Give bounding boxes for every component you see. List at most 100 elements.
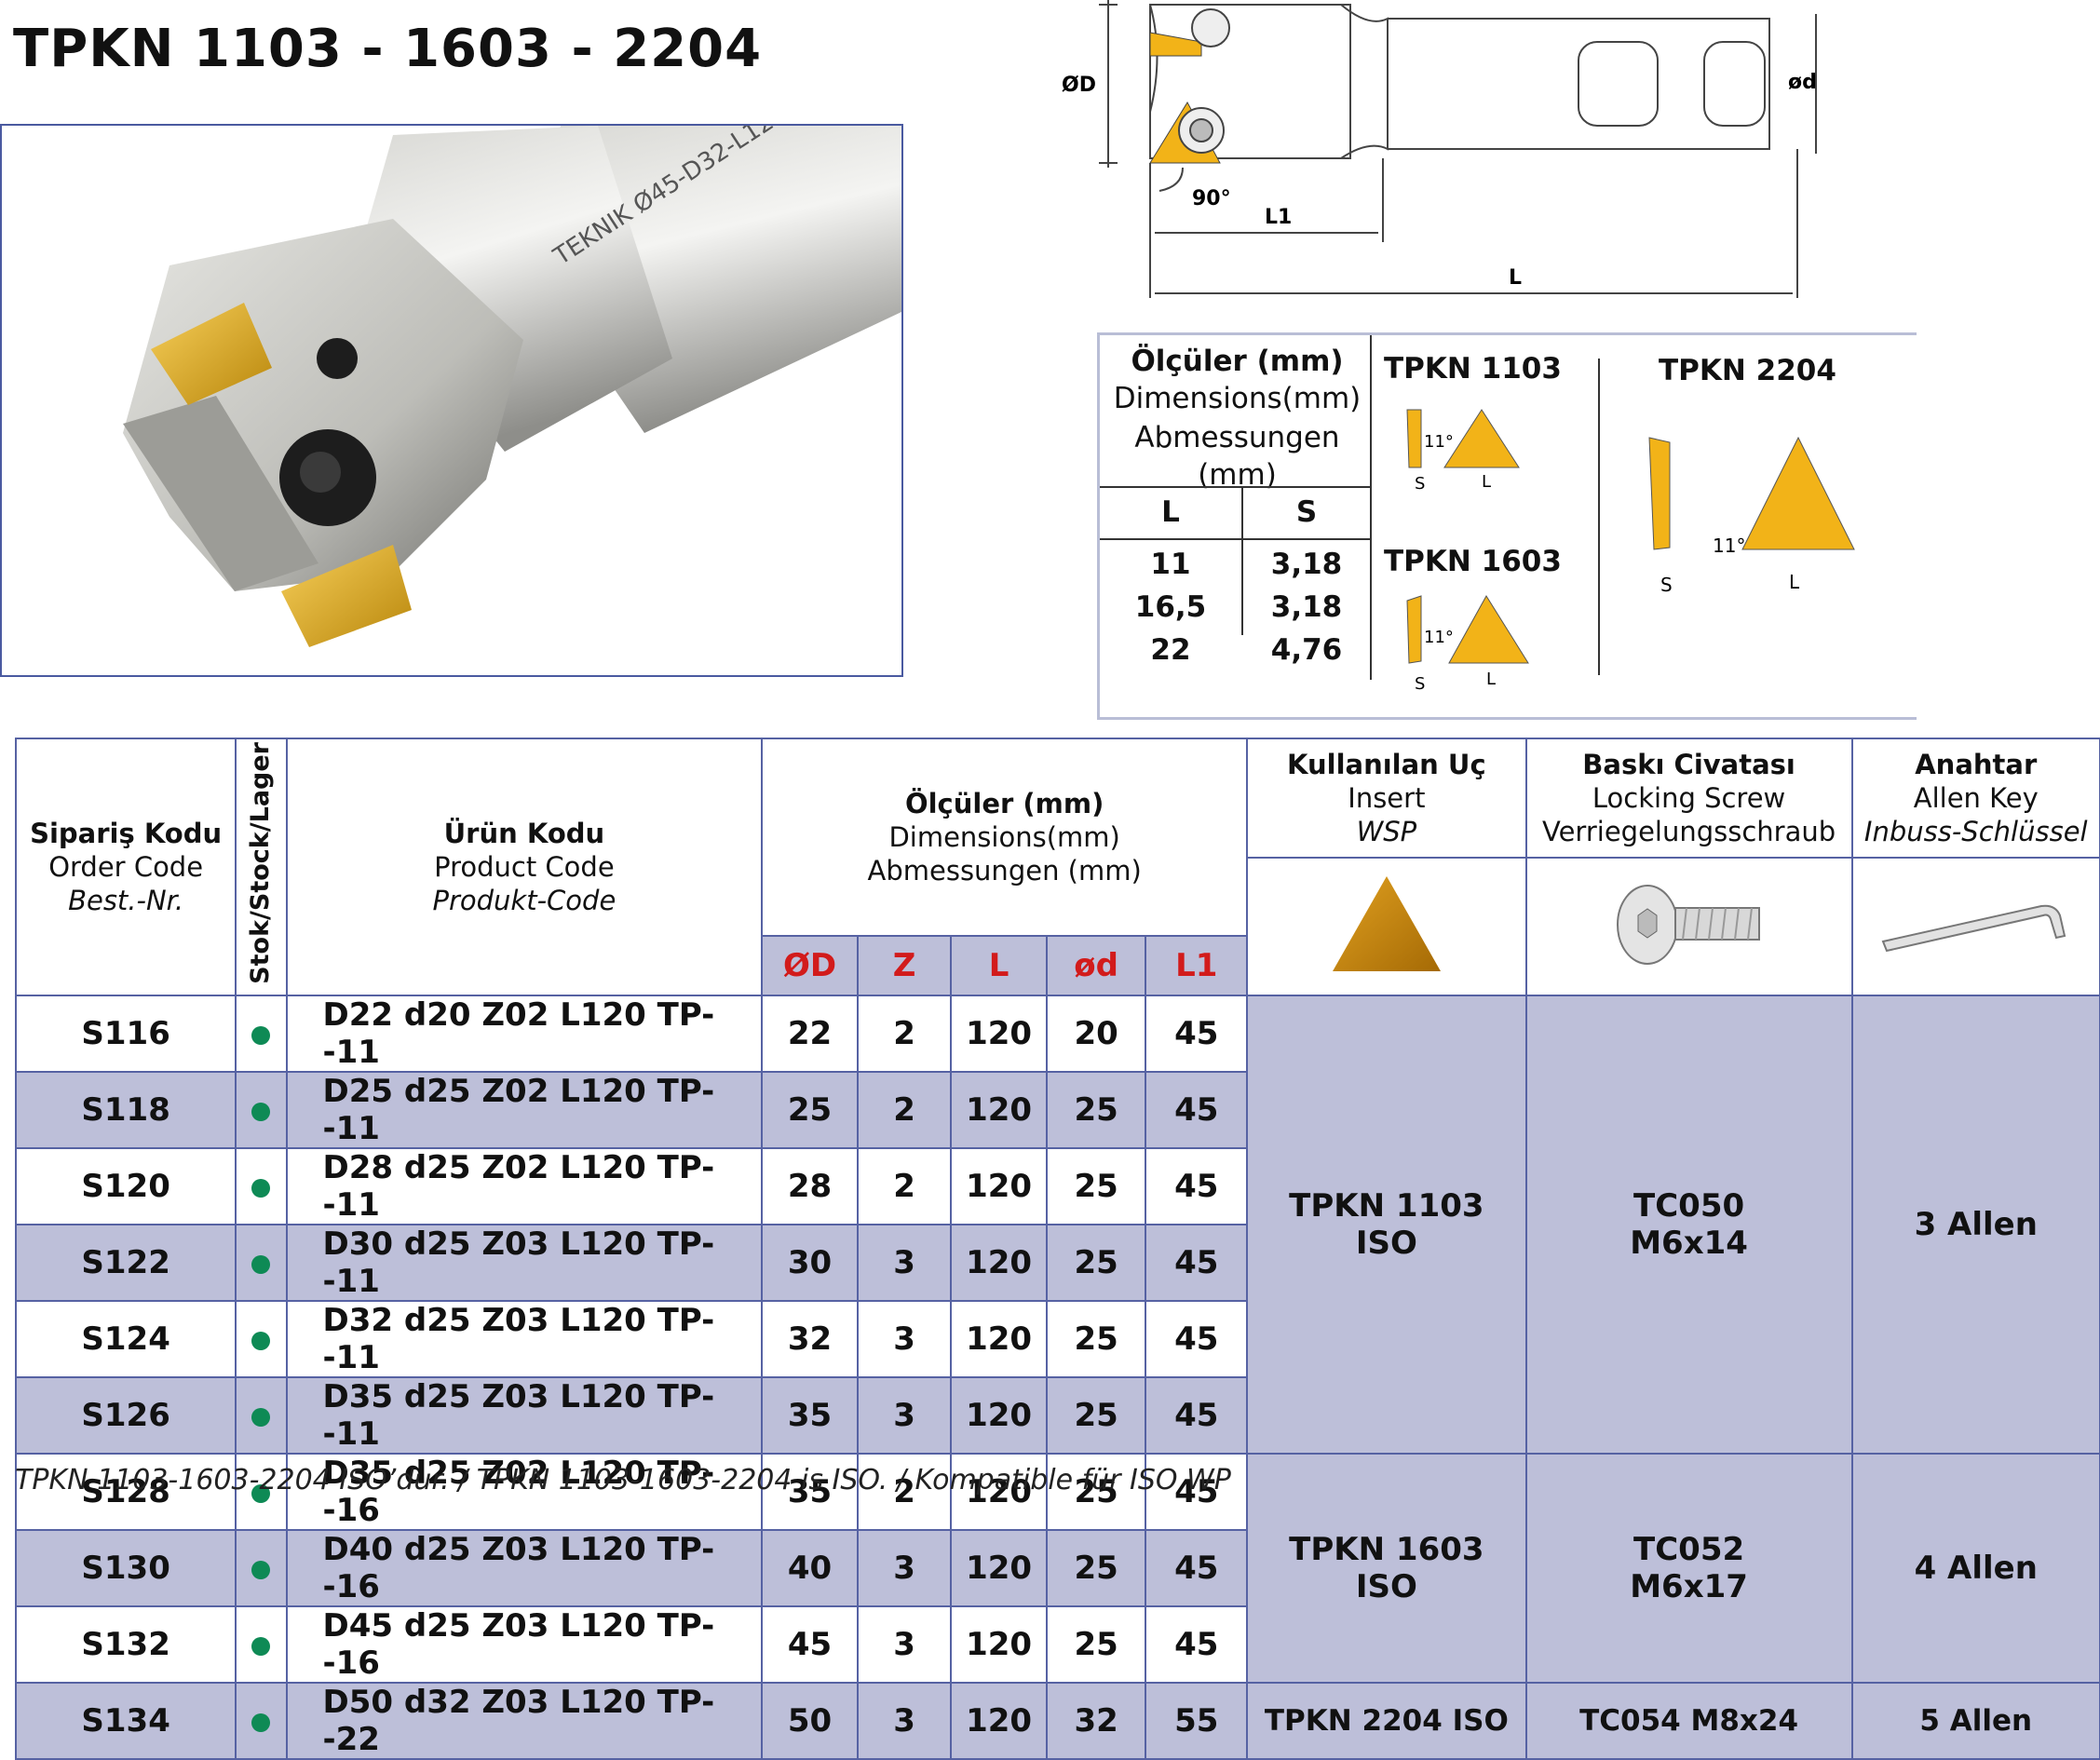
product-code: D45 d25 Z03 L120 TP--16 xyxy=(285,1605,764,1684)
header-stock: Stok/Stock/Lager xyxy=(235,738,288,996)
stock-dot-icon xyxy=(251,1178,271,1198)
insert-1103-label: TPKN 1103 xyxy=(1384,352,1562,386)
header-order-en: Order Code xyxy=(48,851,204,883)
stock-cell xyxy=(235,1376,288,1455)
header-order-tr: Sipariş Kodu xyxy=(30,818,223,849)
dim-d: 25 xyxy=(1045,1529,1147,1607)
large-insert-drawing: 11° S L xyxy=(1648,436,1855,596)
stock-cell xyxy=(235,995,288,1073)
angle-label: 11° xyxy=(1424,628,1454,647)
dim-L1: 45 xyxy=(1145,995,1249,1073)
group1-screw-b: M6x14 xyxy=(1630,1225,1748,1262)
dim-D: 22 xyxy=(761,995,859,1073)
stock-cell xyxy=(235,1682,288,1760)
screw-icon xyxy=(1616,885,1760,965)
dim-Z: 3 xyxy=(856,1300,953,1378)
header-insert-en: Insert xyxy=(1348,782,1426,814)
group3-insert: TPKN 2204 ISO xyxy=(1246,1682,1527,1760)
stock-dot-icon xyxy=(251,1713,271,1732)
order-code: S118 xyxy=(14,1071,237,1149)
page-title: TPKN 1103 - 1603 - 2204 xyxy=(13,19,763,79)
header-product-de: Produkt-Code xyxy=(432,885,616,916)
group2-screw: TC052 M6x17 xyxy=(1524,1453,1853,1684)
product-code: D25 d25 Z02 L120 TP--11 xyxy=(285,1071,764,1149)
label-angle: 90° xyxy=(1192,187,1231,210)
order-code: S134 xyxy=(14,1682,237,1760)
insert-dimension-box: Ölçüler (mm) Dimensions(mm) Abmessungen … xyxy=(1097,332,1917,720)
order-code: S126 xyxy=(14,1376,237,1455)
product-code: D35 d25 Z03 L120 TP--11 xyxy=(285,1376,764,1455)
order-code: S122 xyxy=(14,1224,237,1302)
dim-Z: 3 xyxy=(856,1376,953,1455)
dim-L1: 45 xyxy=(1145,1224,1249,1302)
header-key-de: Inbuss-Schlüssel xyxy=(1863,816,2088,847)
dim-title-tr: Ölçüler (mm) xyxy=(1131,345,1344,378)
label-L1: L1 xyxy=(1265,206,1292,229)
col-Z: Z xyxy=(856,935,953,996)
stock-cell xyxy=(235,1605,288,1684)
header-dims-tr: Ölçüler (mm) xyxy=(904,788,1104,819)
row-S: 4,76 xyxy=(1270,633,1343,667)
col-D: ØD xyxy=(761,935,859,996)
header-product-en: Product Code xyxy=(434,851,615,883)
small-insert-drawings: 11° 11° S S L L xyxy=(1406,409,1529,694)
stock-dot-icon xyxy=(251,1331,271,1350)
order-code: S130 xyxy=(14,1529,237,1607)
dim-L: 120 xyxy=(950,1605,1048,1684)
dim-D: 28 xyxy=(761,1147,859,1225)
label-D: ØD xyxy=(1062,74,1096,97)
group1-key: 3 Allen xyxy=(1850,995,2100,1455)
table-row: S126 D35 d25 Z03 L120 TP--11 35 3 120 25… xyxy=(14,1376,2100,1455)
tool-outline-drawing: ØD ød L1 L 90° xyxy=(1062,0,1817,298)
dim-Z: 3 xyxy=(856,1529,953,1607)
header-order-code: Sipariş Kodu Order Code Best.-Nr. xyxy=(14,738,237,996)
s-label: S xyxy=(1415,474,1425,494)
dim-d: 32 xyxy=(1045,1682,1147,1760)
col-L: L xyxy=(1161,495,1180,529)
table-row: S116 D22 d20 Z02 L120 TP--11 22 2 120 20… xyxy=(14,995,2100,1455)
stock-cell xyxy=(235,1529,288,1607)
product-table: Sipariş Kodu Order Code Best.-Nr. Stok/S… xyxy=(14,738,2100,1760)
insert-2204-label: TPKN 2204 xyxy=(1659,354,1836,387)
header-screw: Baskı Civatası Locking Screw Verriegelun… xyxy=(1524,738,1853,859)
stock-dot-icon xyxy=(251,1483,271,1503)
dim-D: 45 xyxy=(761,1605,859,1684)
allen-key-icon xyxy=(1881,904,2066,953)
group1-screw: TC050 M6x14 xyxy=(1524,995,1853,1455)
group2-key: 4 Allen xyxy=(1850,1453,2100,1684)
dim-d: 25 xyxy=(1045,1376,1147,1455)
divider xyxy=(1241,486,1243,635)
header-product-code: Ürün Kodu Product Code Produkt-Code xyxy=(285,738,764,996)
dim-D: 50 xyxy=(761,1682,859,1760)
col-L: L xyxy=(950,935,1048,996)
technical-drawing: ØD ød L1 L 90° xyxy=(1062,0,1825,312)
product-code: D32 d25 Z03 L120 TP--11 xyxy=(285,1300,764,1378)
header-key-tr: Anahtar xyxy=(1915,749,2038,780)
angle-label: 11° xyxy=(1713,535,1745,557)
insert-icon xyxy=(1332,876,1441,971)
header-screw-de: Verriegelungsschraub xyxy=(1542,816,1836,847)
dim-L: 120 xyxy=(950,995,1048,1073)
table-row: S120 D28 d25 Z02 L120 TP--11 28 2 120 25… xyxy=(14,1147,2100,1225)
dim-D: 30 xyxy=(761,1224,859,1302)
dim-L: 120 xyxy=(950,1376,1048,1455)
s-label: S xyxy=(1415,674,1425,694)
stock-cell xyxy=(235,1300,288,1378)
dim-L1: 45 xyxy=(1145,1071,1249,1149)
stock-cell xyxy=(235,1224,288,1302)
stock-cell xyxy=(235,1071,288,1149)
divider xyxy=(1100,486,1370,488)
group1-insert-a: TPKN 1103 xyxy=(1289,1187,1484,1225)
group3-key: 5 Allen xyxy=(1850,1682,2100,1760)
group1-insert-b: ISO xyxy=(1355,1225,1417,1262)
end-mill-photo: TEKNIK Ø45-D32-L120-Z3 xyxy=(123,126,901,647)
stock-cell xyxy=(235,1147,288,1225)
dim-L: 120 xyxy=(950,1300,1048,1378)
group2-insert: TPKN 1603 ISO xyxy=(1246,1453,1527,1684)
dim-L1: 45 xyxy=(1145,1376,1249,1455)
dim-d: 25 xyxy=(1045,1300,1147,1378)
dim-L: 120 xyxy=(950,1147,1048,1225)
header-screw-tr: Baskı Civatası xyxy=(1582,749,1795,780)
divider xyxy=(1100,538,1370,540)
dim-title-de: Abmessungen (mm) xyxy=(1134,421,1340,492)
